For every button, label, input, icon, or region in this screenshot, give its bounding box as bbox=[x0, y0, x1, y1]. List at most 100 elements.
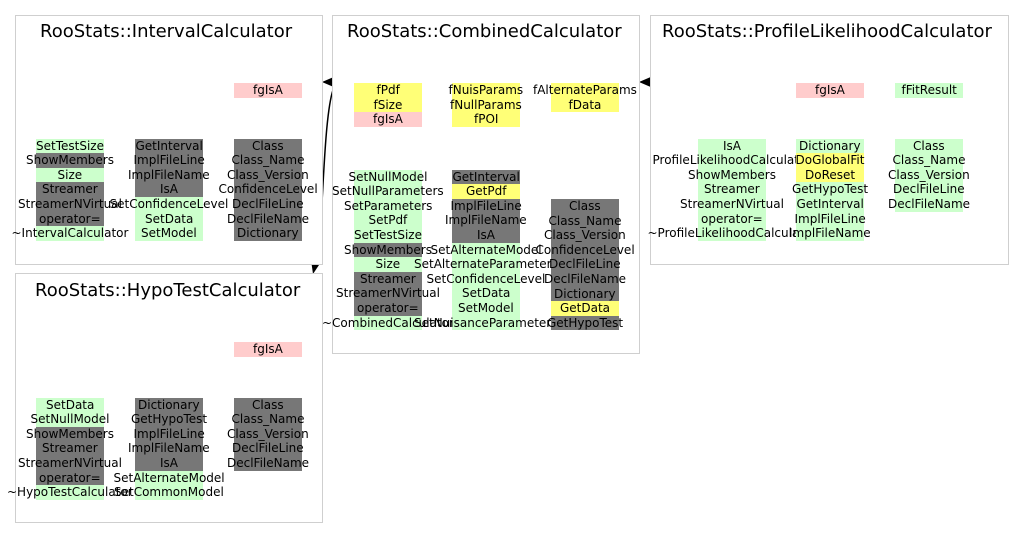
member-label: fAlternateParams bbox=[533, 83, 637, 97]
member-background bbox=[452, 112, 520, 127]
member-background bbox=[135, 138, 203, 154]
member-cell: SetNullModel bbox=[349, 169, 427, 185]
member-background bbox=[796, 138, 864, 154]
member-label: ImplFileName bbox=[445, 213, 527, 228]
member-background bbox=[551, 242, 619, 258]
member-label: SetAlternateModel bbox=[113, 470, 225, 485]
member-label: SetNullParameters bbox=[332, 184, 444, 199]
member-background bbox=[551, 213, 619, 229]
member-label: SetTestSize bbox=[36, 138, 104, 153]
member-background bbox=[36, 211, 104, 227]
member-label: Dictionary bbox=[799, 138, 861, 153]
member-cell: StreamerNVirtual bbox=[18, 456, 122, 471]
member-cell: DeclFileName bbox=[227, 211, 309, 227]
member-label: Class_Name bbox=[231, 412, 305, 427]
member-label: Class_Version bbox=[544, 228, 626, 243]
member-background bbox=[135, 412, 203, 427]
member-cell: operator= bbox=[36, 470, 104, 486]
member-label: GetInterval bbox=[452, 169, 520, 184]
member-background bbox=[796, 167, 864, 183]
member-background bbox=[452, 228, 520, 243]
member-label: fgIsA bbox=[253, 342, 283, 356]
member-background bbox=[895, 83, 963, 98]
member-label: ~ProfileLikelihoodCalculator bbox=[647, 226, 817, 241]
member-cell: Class_Version bbox=[227, 426, 309, 442]
member-background bbox=[234, 426, 302, 442]
member-background bbox=[234, 197, 302, 212]
member-label: Class_Name bbox=[892, 153, 966, 168]
member-background bbox=[452, 198, 520, 214]
member-label: ~CombinedCalculator bbox=[322, 315, 454, 330]
member-label: GetPdf bbox=[466, 184, 507, 199]
member-cell: Class_Name bbox=[231, 412, 305, 427]
member-label: fgIsA bbox=[253, 83, 283, 97]
member-background bbox=[354, 184, 422, 199]
member-label: DoGlobalFit bbox=[795, 153, 865, 168]
member-label: fNullParams bbox=[450, 97, 522, 112]
member-cell: ImplFileLine bbox=[134, 426, 205, 442]
member-label: StreamerNVirtual bbox=[680, 197, 784, 211]
member-background bbox=[36, 182, 104, 197]
member-label: SetConfidenceLevel bbox=[426, 271, 546, 286]
member-cell: DeclFileLine bbox=[549, 257, 621, 272]
member-background bbox=[895, 197, 963, 212]
member-label: Streamer bbox=[360, 271, 416, 286]
member-label: DeclFileName bbox=[227, 456, 310, 470]
member-cell: Streamer bbox=[354, 271, 422, 287]
member-background bbox=[135, 226, 203, 241]
member-cell: GetInterval bbox=[796, 197, 864, 212]
member-label: SetData bbox=[145, 211, 194, 226]
member-background bbox=[36, 456, 104, 471]
member-background bbox=[551, 228, 619, 243]
member-cell: DoGlobalFit bbox=[796, 153, 864, 168]
member-label: ImplFileLine bbox=[794, 211, 866, 226]
member-label: Class_Version bbox=[888, 167, 970, 182]
member-label: ShowMembers bbox=[26, 426, 114, 441]
member-cell: ShowMembers bbox=[688, 167, 776, 183]
member-cell: fSize bbox=[354, 97, 422, 113]
member-label: GetData bbox=[560, 301, 611, 316]
member-label: SetAlternateParameters bbox=[414, 257, 558, 272]
member-background bbox=[551, 97, 619, 113]
member-label: operator= bbox=[39, 470, 101, 485]
member-label: StreamerNVirtual bbox=[18, 197, 122, 211]
member-cell: fAlternateParams bbox=[533, 83, 637, 98]
member-cell: StreamerNVirtual bbox=[336, 286, 440, 301]
member-background bbox=[698, 197, 766, 212]
member-background bbox=[452, 271, 520, 287]
member-label: DeclFileName bbox=[888, 197, 971, 211]
member-background bbox=[135, 397, 203, 413]
member-cell: SetTestSize bbox=[36, 138, 104, 154]
member-cell: GetInterval bbox=[135, 138, 203, 154]
member-cell: fData bbox=[551, 97, 619, 113]
member-label: ConfidenceLevel bbox=[535, 242, 635, 257]
member-label: ~HypoTestCalculator bbox=[7, 485, 133, 500]
member-label: Class bbox=[913, 138, 945, 153]
member-label: fgIsA bbox=[815, 83, 845, 97]
member-label: DeclFileLine bbox=[232, 441, 304, 456]
member-label: GetInterval bbox=[796, 197, 864, 211]
member-cell: ImplFileName bbox=[128, 167, 210, 183]
member-label: Dictionary bbox=[554, 286, 616, 301]
member-cell: Dictionary bbox=[551, 286, 619, 302]
member-cell: ShowMembers bbox=[26, 153, 114, 168]
member-background bbox=[354, 271, 422, 287]
member-label: Dictionary bbox=[237, 226, 299, 241]
member-background bbox=[551, 83, 619, 98]
member-cell: Streamer bbox=[698, 182, 766, 197]
member-background bbox=[452, 257, 520, 272]
member-background bbox=[234, 342, 302, 357]
member-cell: Dictionary bbox=[796, 138, 864, 154]
member-label: Class bbox=[252, 138, 284, 153]
member-label: IsA bbox=[160, 182, 178, 197]
member-label: fData bbox=[568, 97, 602, 112]
member-background bbox=[354, 198, 422, 214]
member-label: GetHypoTest bbox=[792, 182, 869, 197]
member-background bbox=[234, 412, 302, 427]
member-background bbox=[36, 441, 104, 456]
member-background bbox=[135, 456, 203, 471]
member-cell: Class bbox=[234, 138, 302, 154]
member-label: ConfidenceLevel bbox=[218, 182, 318, 197]
member-label: SetPdf bbox=[368, 213, 408, 228]
member-cell: DeclFileLine bbox=[232, 441, 304, 456]
